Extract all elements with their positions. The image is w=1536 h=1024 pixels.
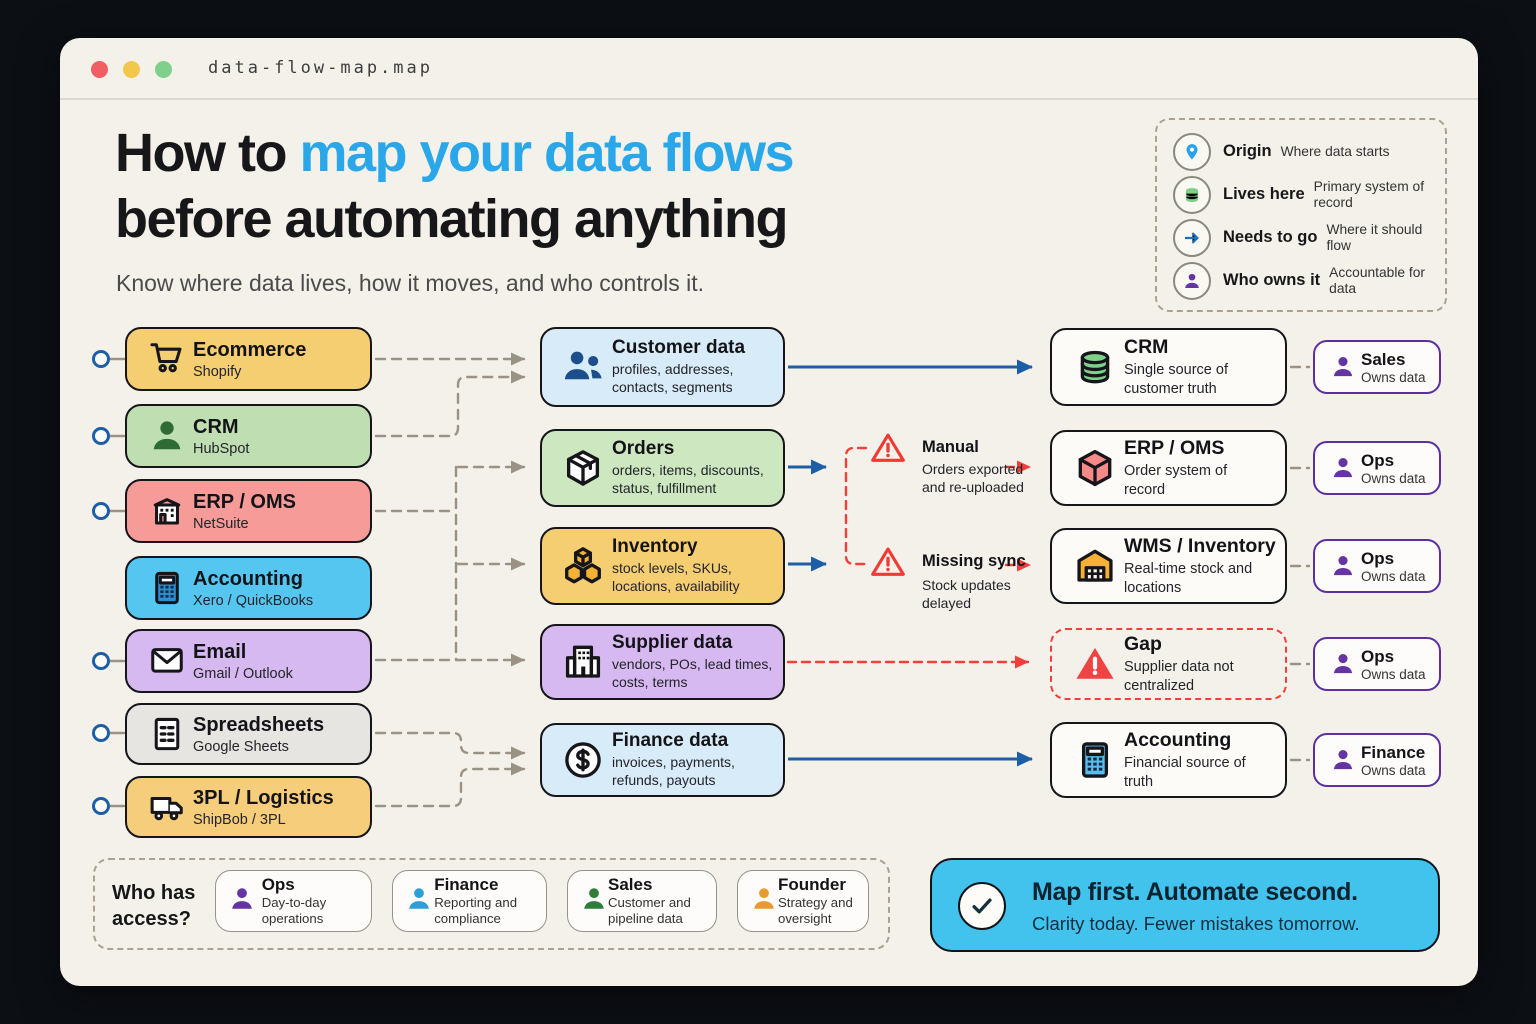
callout-subtitle: Clarity today. Fewer mistakes tomorrow. — [1032, 913, 1360, 934]
warning-triangle-icon — [870, 547, 906, 584]
dollar-icon — [554, 739, 612, 781]
callout-title: Map first. Automate second. — [1032, 878, 1358, 906]
package-icon — [554, 447, 612, 489]
legend-item-needs-to-go: Needs to go Where it should flow — [1173, 216, 1445, 259]
spreadsheet-icon — [141, 715, 193, 753]
callout-banner: Map first. Automate second. Clarity toda… — [930, 858, 1440, 952]
database-icon — [1066, 346, 1124, 388]
warning-manual-title: Manual — [922, 438, 979, 456]
warning-triangle-icon — [870, 433, 906, 470]
warning-manual-desc: Orders exported and re-uploaded — [922, 461, 1024, 496]
cube-icon — [1066, 447, 1124, 489]
calculator-icon — [1066, 739, 1124, 781]
person-icon — [141, 417, 193, 455]
title-highlight: map your data flows — [299, 123, 794, 183]
warehouse-icon — [1066, 545, 1124, 587]
page-subtitle: Know where data lives, how it moves, and… — [116, 270, 705, 296]
minimize-button[interactable] — [123, 61, 140, 78]
envelope-icon — [141, 642, 193, 680]
person-icon — [228, 885, 262, 918]
factory-icon — [554, 641, 612, 683]
warning-filled-icon — [1066, 643, 1124, 685]
origin-node — [92, 652, 110, 670]
warning-manual — [870, 430, 906, 471]
origin-node — [92, 502, 110, 520]
cubes-icon — [554, 545, 612, 587]
calculator-icon — [141, 569, 193, 607]
origin-node — [92, 350, 110, 368]
person-icon — [1325, 455, 1361, 481]
zoom-button[interactable] — [155, 61, 172, 78]
legend-panel: Origin Where data starts Lives here Prim… — [1155, 118, 1447, 312]
legend-item-origin: Origin Where data starts — [1173, 130, 1445, 173]
legend-item-lives-here: Lives here Primary system of record — [1173, 173, 1445, 216]
access-label: Who has access? — [112, 882, 196, 930]
origin-node — [92, 724, 110, 742]
pin-icon — [1173, 132, 1211, 171]
warning-missing-sync-title: Missing sync — [922, 552, 1026, 570]
person-icon — [750, 885, 778, 918]
person-icon — [1325, 651, 1361, 677]
person-icon — [580, 885, 608, 918]
origin-node — [92, 427, 110, 445]
connector-lines — [108, 352, 1311, 808]
person-icon — [1173, 261, 1211, 300]
check-icon — [958, 882, 1006, 930]
close-button[interactable] — [91, 61, 108, 78]
access-panel — [93, 858, 890, 950]
person-icon — [1325, 747, 1361, 773]
origin-node — [92, 797, 110, 815]
window-title: data-flow-map.map — [208, 58, 433, 78]
window-titlebar: data-flow-map.map — [60, 38, 1478, 100]
database-icon — [1173, 175, 1211, 214]
cart-icon — [141, 340, 193, 378]
app-window: data-flow-map.map — [60, 38, 1478, 986]
warning-missing-sync — [870, 544, 906, 585]
people-icon — [554, 346, 612, 388]
arrow-right-icon — [1173, 218, 1211, 257]
legend-item-who-owns-it: Who owns it Accountable for data — [1173, 259, 1445, 302]
person-icon — [405, 885, 434, 918]
building-icon — [141, 492, 193, 530]
person-icon — [1325, 354, 1361, 380]
person-icon — [1325, 553, 1361, 579]
truck-icon — [141, 788, 193, 826]
warning-missing-sync-desc: Stock updates delayed — [922, 577, 1011, 612]
